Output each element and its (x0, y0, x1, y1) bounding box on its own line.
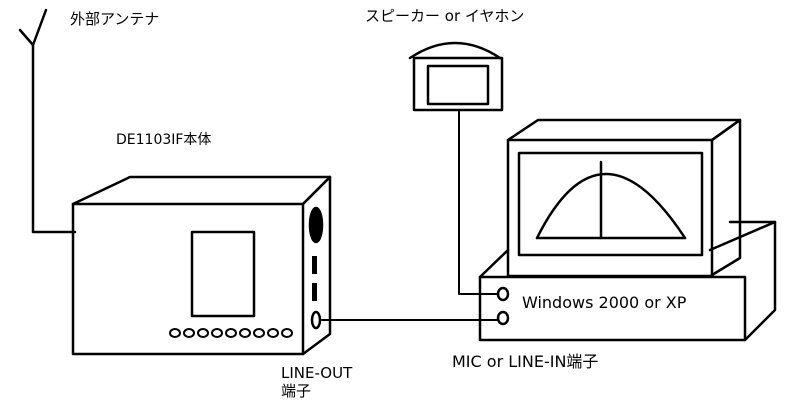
radio-receiver-icon (71, 175, 332, 356)
receiver-label: DE1103IF本体 (116, 132, 212, 148)
pc-audio-jack-1 (496, 286, 510, 302)
line-out-jack (310, 310, 322, 330)
spectrum-curve-icon (535, 160, 687, 240)
receiver-display (190, 230, 256, 318)
speaker-cable (458, 109, 499, 295)
line-out-label-line2: 端子 (281, 382, 312, 400)
antenna-icon (18, 8, 77, 234)
line-out-label-line1: LINE-OUT (281, 364, 353, 382)
speaker-label: スピーカー or イヤホン (365, 7, 525, 25)
pc-os-label: Windows 2000 or XP (522, 293, 687, 312)
line-out-label: LINE-OUT 端子 (281, 364, 352, 400)
connection-lines (321, 109, 499, 321)
receiver-knob (308, 206, 324, 244)
pc-audio-jack-2 (496, 310, 510, 326)
pc-input-label: MIC or LINE-IN端子 (452, 352, 599, 371)
crt-monitor-icon (506, 118, 742, 278)
receiver-buttons (169, 328, 293, 338)
speaker-icon (408, 41, 504, 112)
antenna-label: 外部アンテナ (70, 10, 160, 28)
computer-icon (478, 220, 777, 342)
